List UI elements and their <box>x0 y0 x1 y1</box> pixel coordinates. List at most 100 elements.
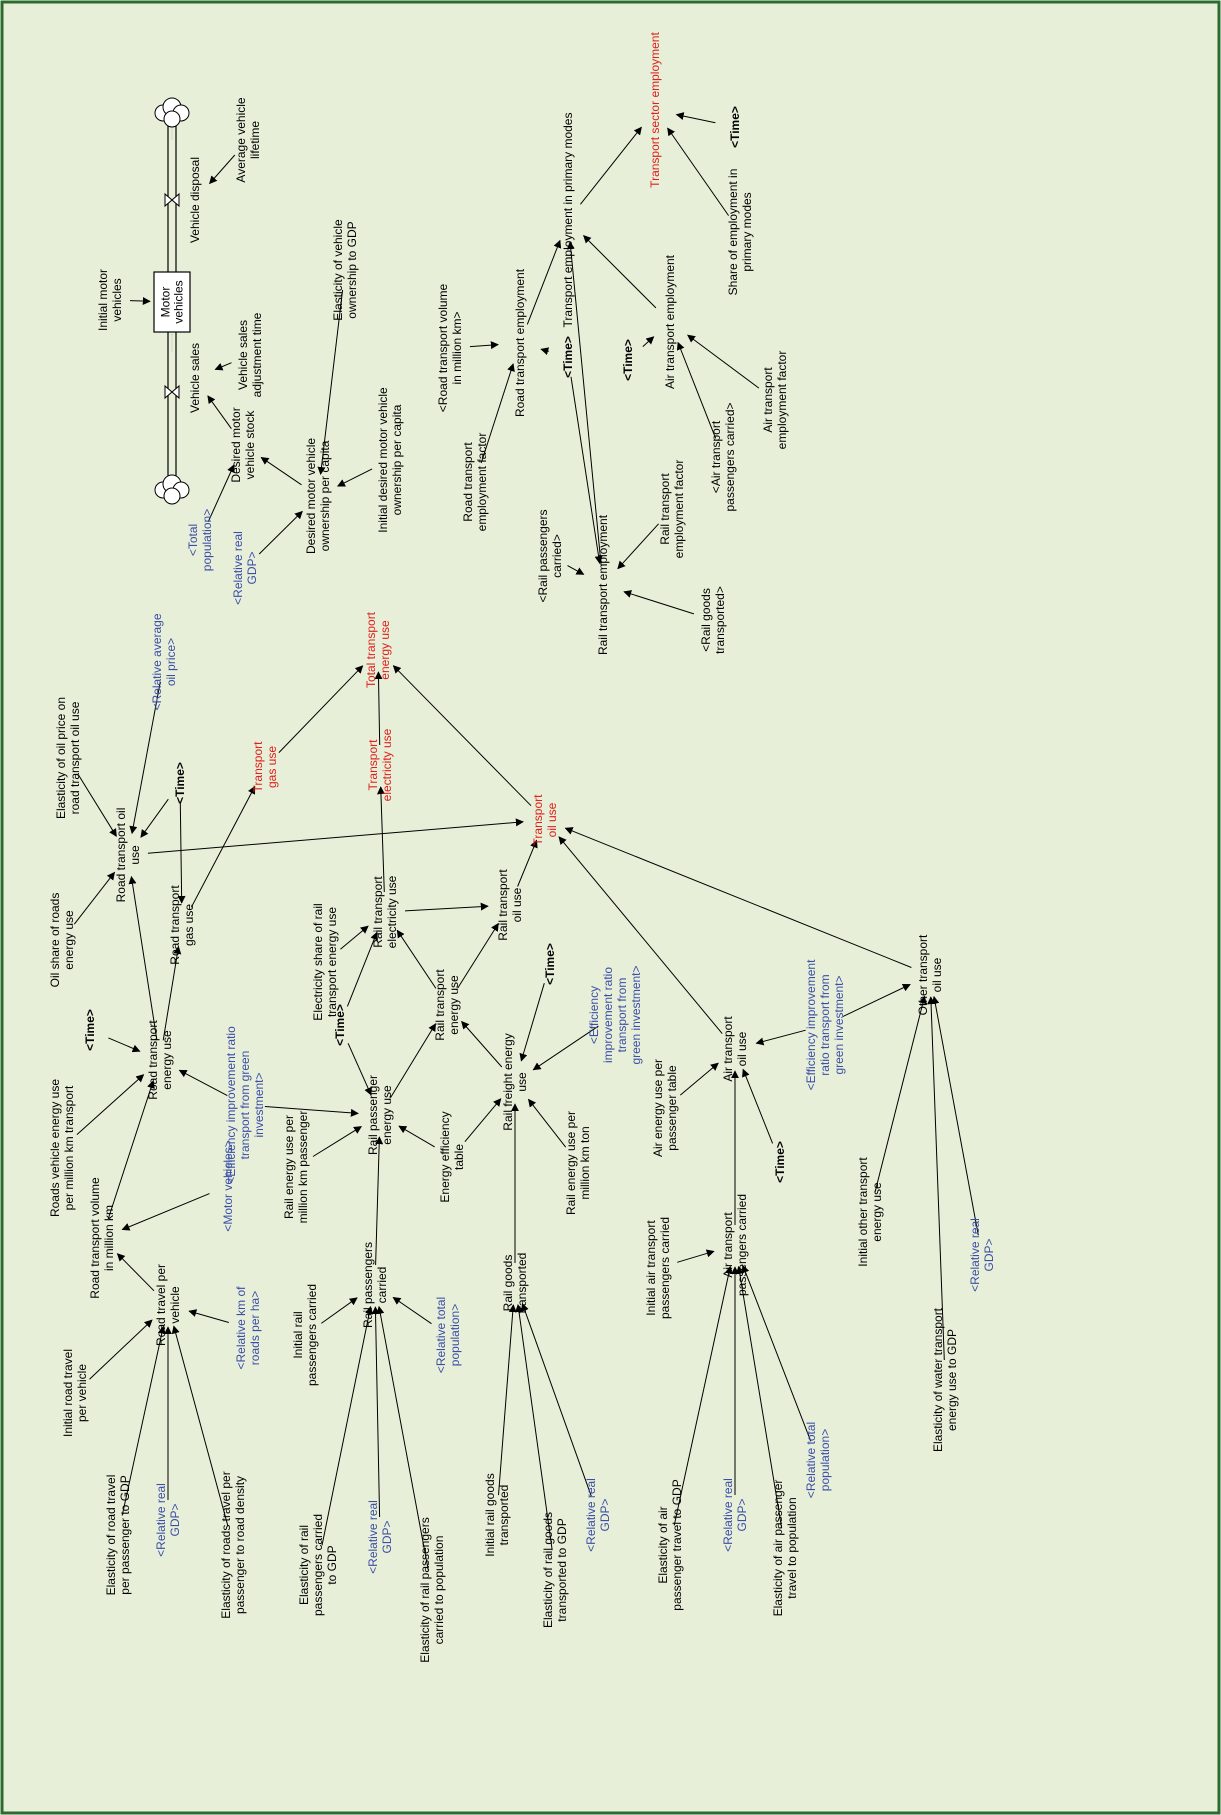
node-desired-motor-vehicle-stock: Desired motorvehicle stock <box>229 407 257 482</box>
connector-arrow <box>389 1023 437 1099</box>
connector-arrow <box>623 590 695 615</box>
node-oil-share-roads: Oil share of roadsenergy use <box>48 893 76 988</box>
connector-arrow <box>687 334 760 389</box>
connector-arrow <box>312 1126 362 1157</box>
connector-arrow <box>121 1193 210 1231</box>
connector-arrow <box>346 931 378 1007</box>
node-rail-transport-employment-factor: Rail transportemployment factor <box>658 460 686 559</box>
connector-arrow <box>214 362 232 371</box>
connector-arrow <box>347 1043 372 1096</box>
node-relative-real-gdp-shadow-1: <Relative realGDP> <box>231 531 259 605</box>
connector-arrow <box>321 1305 374 1546</box>
cloud-icon <box>154 97 190 128</box>
node-average-vehicle-lifetime: Average vehiclelifetime <box>234 97 262 182</box>
node-roads-vehicle-energy-use: Roads vehicle energy useper million km t… <box>48 1079 76 1217</box>
node-initial-road-travel: Initial road travelper vehicle <box>61 1349 89 1437</box>
node-time-shadow-5: <Time> <box>333 1004 347 1046</box>
node-time-shadow-3: <Time> <box>621 339 635 381</box>
node-relative-real-gdp-shadow-6: <Relative realGDP> <box>721 1478 749 1552</box>
node-air-transport-employment-factor: Air transportemployment factor <box>761 351 789 450</box>
connector-arrow <box>375 1136 384 1266</box>
node-efficiency-ratio-shadow-3: <Efficiency improvementratio transport f… <box>804 959 846 1091</box>
node-air-energy-use-per-passenger: Air energy use perpassenger table <box>651 1059 679 1157</box>
node-rail-energy-use-per-passenger: Rail energy use permillion km passenger <box>282 1111 310 1224</box>
connector-arrow <box>178 1069 228 1097</box>
node-road-transport-gas-use: Road transportgas use <box>168 885 196 965</box>
connector-arrow <box>374 671 383 746</box>
node-total-transport-energy-use: Total transportenergy use <box>364 611 392 688</box>
connector-arrow <box>121 1325 166 1516</box>
node-time-shadow-7: <Time> <box>83 1009 97 1051</box>
node-relative-real-gdp-shadow-2: <Relative realGDP> <box>968 1218 996 1292</box>
connector-arrow <box>735 1265 783 1529</box>
node-other-transport-oil-use: Other transportoil use <box>916 934 944 1015</box>
connector-arrow <box>78 774 117 837</box>
connector-arrow <box>457 922 499 989</box>
node-efficiency-ratio-shadow-1: <Efficiencyimprovement ratiotransport fr… <box>587 965 643 1064</box>
stock-label: Motorvehicles <box>159 280 186 323</box>
connector-arrow <box>564 827 912 968</box>
connector-arrow <box>677 1249 715 1263</box>
connector-arrow <box>171 1325 229 1526</box>
connector-arrow <box>278 665 364 753</box>
node-transport-oil-use: Transportoil use <box>531 794 559 846</box>
node-vehicle-sales: Vehicle sales <box>188 343 202 413</box>
node-motor-vehicles-shadow: <Motor vehicles> <box>221 1140 235 1231</box>
node-air-transport-passengers-carried: Air transportpassengers carried <box>721 1194 749 1296</box>
connector-arrow <box>140 798 169 838</box>
connector-arrow <box>679 1062 719 1096</box>
connector-arrow <box>521 1302 592 1497</box>
connector-arrow <box>642 336 655 347</box>
connector-arrow <box>392 665 532 807</box>
node-rail-goods-shadow: <Rail goodstransported> <box>699 586 727 654</box>
node-road-transport-oil-use: Road transport oiluse <box>114 808 142 903</box>
connector-arrow <box>260 456 302 486</box>
connector-arrow <box>107 1080 155 1220</box>
node-relative-total-population-shadow-2: <Relative totalpopulation> <box>804 1422 832 1498</box>
node-elasticity-roads-travel-density: Elasticity of roads travel perpassenger … <box>219 1471 247 1618</box>
node-share-employment-primary: Share of employment inprimary modes <box>726 169 754 296</box>
node-rail-passenger-energy-use: Rail passengerenergy use <box>366 1075 394 1155</box>
node-road-transport-energy-use: Road transportenergy use <box>146 1020 174 1100</box>
connector-arrow <box>371 1306 381 1518</box>
connector-arrow <box>742 1068 774 1144</box>
node-initial-other-transport-energy: Initial other transportenergy use <box>856 1157 884 1267</box>
node-relative-real-gdp-shadow-4: <Relative realGDP> <box>366 1500 394 1574</box>
connector-arrow <box>528 1098 567 1148</box>
connector-arrow <box>116 1253 155 1292</box>
node-air-transport-oil-use: Air transportoil use <box>721 1016 749 1082</box>
node-vehicle-disposal: Vehicle disposal <box>188 157 202 243</box>
node-elasticity-water-transport: Elasticity of water transportenergy use … <box>931 1307 959 1452</box>
node-time-shadow-4: <Time> <box>173 762 187 804</box>
connector-arrow <box>317 289 344 475</box>
connector-arrow <box>558 836 723 1034</box>
connector-arrow <box>129 297 151 306</box>
node-air-passengers-shadow: <Air transportpassengers carried> <box>709 402 737 511</box>
node-relative-real-gdp-shadow-3: <Relative realGDP> <box>154 1483 182 1557</box>
connector-arrow <box>108 1037 141 1053</box>
node-elasticity-air-passenger-gdp: Elasticity of airpassenger travel to GDP <box>656 1479 684 1610</box>
connector-arrow <box>207 464 235 523</box>
connector-arrow <box>498 1304 517 1496</box>
connector-arrow <box>264 1106 359 1117</box>
connector-arrow <box>207 395 232 429</box>
connector-arrow <box>515 1304 553 1551</box>
connector-arrow <box>517 839 538 887</box>
connector-arrow <box>404 902 489 912</box>
node-road-travel-per-vehicle: Road travel pervehicle <box>154 1264 182 1346</box>
connector-arrow <box>398 1125 435 1148</box>
connector-arrow <box>570 376 603 565</box>
connector-arrow <box>567 565 585 575</box>
connector-arrow <box>532 1025 599 1071</box>
node-initial-air-passengers: Initial air transportpassengers carried <box>644 1217 672 1319</box>
connector-arrow <box>874 995 927 1193</box>
connector-arrow <box>464 1098 502 1143</box>
node-time-shadow-8: <Time> <box>773 1141 787 1183</box>
node-transport-electricity-use: Transportelectricity use <box>366 728 394 801</box>
connector-arrow <box>376 786 385 893</box>
node-transport-sector-employment: Transport sector employment <box>648 32 662 188</box>
